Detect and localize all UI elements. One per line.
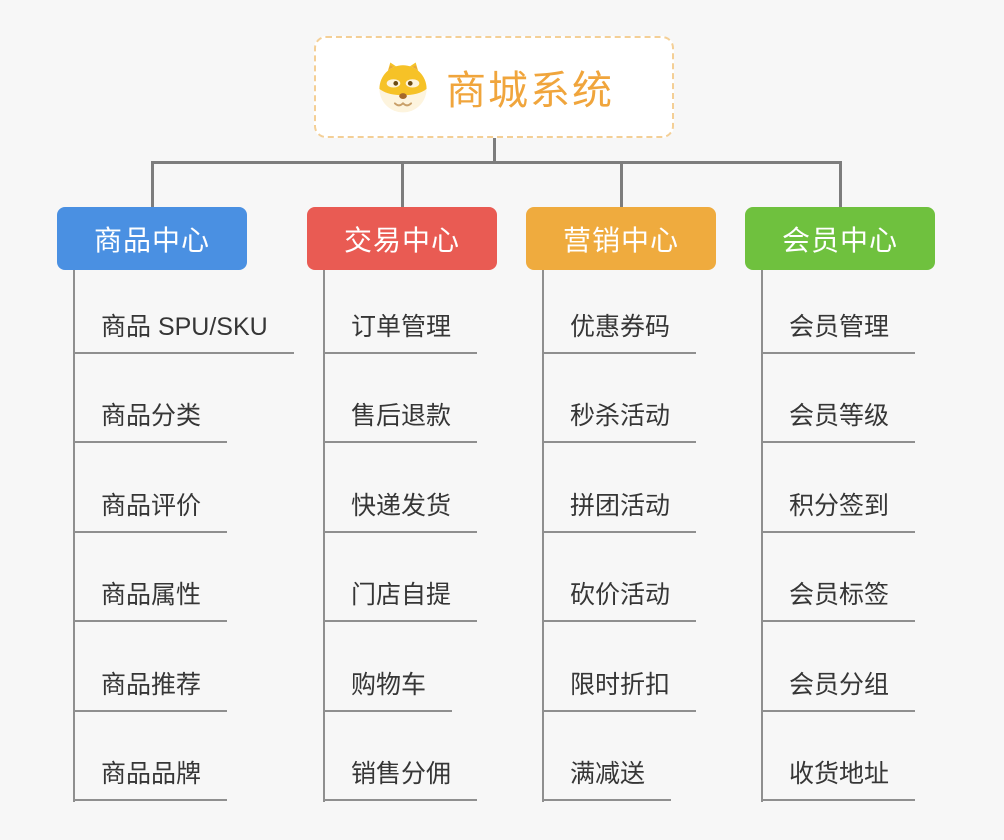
branch-items: 订单管理 售后退款 快递发货 门店自提 购物车 销售分佣 bbox=[323, 270, 478, 801]
branch-items: 会员管理 会员等级 积分签到 会员标签 会员分组 收货地址 bbox=[761, 270, 916, 801]
branch-node[interactable]: 商品中心 bbox=[57, 207, 247, 270]
leaf-node[interactable]: 售后退款 bbox=[323, 396, 478, 444]
branch-horizontal-line bbox=[151, 161, 841, 164]
leaf-row: 满减送 bbox=[542, 712, 696, 801]
root-node[interactable]: 商城系统 bbox=[314, 36, 674, 138]
leaf-row: 销售分佣 bbox=[323, 712, 478, 801]
leaf-node[interactable]: 快递发货 bbox=[323, 486, 478, 533]
leaf-row: 砍价活动 bbox=[542, 533, 697, 623]
leaf-row: 积分签到 bbox=[761, 443, 916, 533]
branch-spine-line bbox=[542, 270, 544, 802]
leaf-node[interactable]: 拼团活动 bbox=[542, 486, 697, 533]
leaf-row: 会员标签 bbox=[761, 533, 916, 623]
leaf-node[interactable]: 商品属性 bbox=[73, 575, 228, 623]
leaf-row: 拼团活动 bbox=[542, 443, 697, 533]
connector-drop-line bbox=[839, 161, 842, 208]
leaf-node[interactable]: 商品分类 bbox=[73, 396, 228, 444]
leaf-node[interactable]: 会员分组 bbox=[761, 665, 916, 712]
leaf-row: 会员等级 bbox=[761, 354, 916, 444]
leaf-row: 商品属性 bbox=[73, 533, 294, 623]
leaf-row: 商品评价 bbox=[73, 443, 294, 533]
leaf-row: 商品 SPU/SKU bbox=[73, 270, 294, 354]
leaf-row: 购物车 bbox=[323, 622, 477, 712]
leaf-row: 商品推荐 bbox=[73, 622, 294, 712]
leaf-row: 会员管理 bbox=[761, 270, 916, 354]
leaf-row: 订单管理 bbox=[323, 270, 478, 354]
branch-items: 商品 SPU/SKU 商品分类 商品评价 商品属性 商品推荐 商品品牌 bbox=[73, 270, 294, 801]
leaf-node[interactable]: 会员管理 bbox=[761, 307, 916, 354]
branch-label: 营销中心 bbox=[562, 224, 679, 256]
branch-label: 会员中心 bbox=[781, 224, 898, 256]
branch-node[interactable]: 营销中心 bbox=[526, 207, 716, 270]
shiba-dog-icon bbox=[374, 58, 432, 116]
leaf-node[interactable]: 商品评价 bbox=[73, 486, 228, 533]
branch-spine-line bbox=[73, 270, 75, 802]
branch-node[interactable]: 交易中心 bbox=[307, 207, 497, 270]
leaf-node[interactable]: 限时折扣 bbox=[542, 665, 697, 712]
leaf-row: 商品分类 bbox=[73, 354, 294, 444]
leaf-row: 收货地址 bbox=[761, 712, 916, 801]
leaf-node[interactable]: 销售分佣 bbox=[323, 754, 478, 801]
leaf-row: 秒杀活动 bbox=[542, 354, 697, 444]
leaf-node[interactable]: 商品品牌 bbox=[73, 754, 228, 801]
connector-drop-line bbox=[151, 161, 154, 208]
branch-label: 交易中心 bbox=[343, 224, 460, 256]
branch-3: 会员中心 会员管理 会员等级 积分签到 会员标签 会员分组 收货地址 bbox=[745, 0, 935, 840]
leaf-row: 优惠券码 bbox=[542, 270, 697, 354]
connector-drop-line bbox=[401, 161, 404, 208]
leaf-node[interactable]: 砍价活动 bbox=[542, 575, 697, 623]
leaf-node[interactable]: 优惠券码 bbox=[542, 307, 697, 354]
leaf-node[interactable]: 秒杀活动 bbox=[542, 396, 697, 444]
leaf-node[interactable]: 满减送 bbox=[542, 754, 672, 801]
branch-0: 商品中心 商品 SPU/SKU 商品分类 商品评价 商品属性 商品推荐 商品品牌 bbox=[57, 0, 294, 840]
leaf-node[interactable]: 收货地址 bbox=[761, 754, 916, 801]
leaf-node[interactable]: 会员标签 bbox=[761, 575, 916, 623]
leaf-row: 限时折扣 bbox=[542, 622, 697, 712]
root-stem-line bbox=[493, 138, 496, 164]
branch-spine-line bbox=[761, 270, 763, 802]
leaf-node[interactable]: 积分签到 bbox=[761, 486, 916, 533]
leaf-row: 售后退款 bbox=[323, 354, 478, 444]
connector-drop-line bbox=[620, 161, 623, 208]
leaf-row: 快递发货 bbox=[323, 443, 478, 533]
leaf-node[interactable]: 门店自提 bbox=[323, 575, 478, 623]
branch-2: 营销中心 优惠券码 秒杀活动 拼团活动 砍价活动 限时折扣 满减送 bbox=[526, 0, 716, 840]
leaf-node[interactable]: 会员等级 bbox=[761, 396, 916, 444]
root-title: 商城系统 bbox=[446, 69, 614, 113]
branch-spine-line bbox=[323, 270, 325, 802]
leaf-node[interactable]: 商品 SPU/SKU bbox=[73, 307, 294, 354]
branch-label: 商品中心 bbox=[93, 224, 210, 256]
leaf-node[interactable]: 商品推荐 bbox=[73, 665, 228, 712]
branch-node[interactable]: 会员中心 bbox=[745, 207, 935, 270]
branch-items: 优惠券码 秒杀活动 拼团活动 砍价活动 限时折扣 满减送 bbox=[542, 270, 697, 801]
branch-1: 交易中心 订单管理 售后退款 快递发货 门店自提 购物车 销售分佣 bbox=[307, 0, 497, 840]
leaf-node[interactable]: 购物车 bbox=[323, 665, 453, 712]
leaf-row: 会员分组 bbox=[761, 622, 916, 712]
leaf-row: 商品品牌 bbox=[73, 712, 294, 801]
leaf-row: 门店自提 bbox=[323, 533, 478, 623]
leaf-node[interactable]: 订单管理 bbox=[323, 307, 478, 354]
